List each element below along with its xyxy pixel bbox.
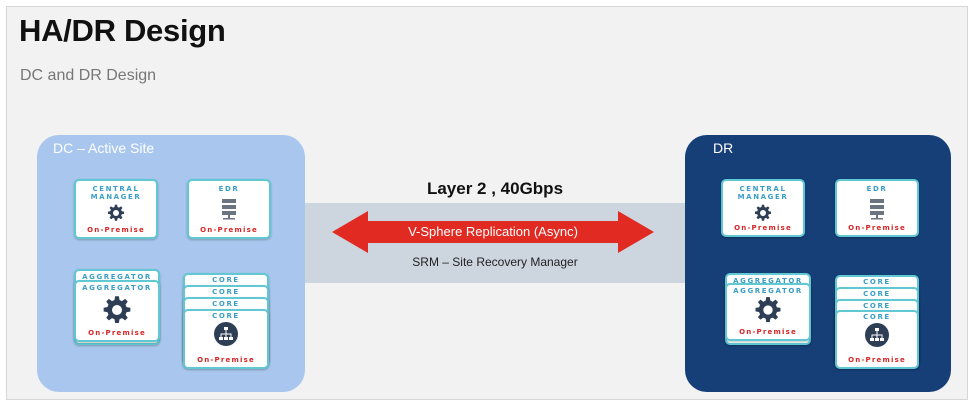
gear-icon	[755, 297, 781, 323]
dc-central-manager-card: CENTRAL MANAGER On-Premise	[74, 179, 158, 239]
dc-edr-card: EDR On-Premise	[187, 179, 271, 239]
dc-aggregator-on-premise: On-Premise	[88, 329, 146, 337]
dc-core-label-1: CORE	[212, 276, 240, 284]
dr-central-manager-label: CENTRAL MANAGER	[737, 185, 789, 201]
dc-core-card: CORE On-Premise	[183, 309, 269, 369]
dc-core-on-premise: On-Premise	[197, 356, 255, 364]
slide: HA/DR Design DC and DR Design DC – Activ…	[6, 6, 968, 400]
page-subtitle: DC and DR Design	[20, 67, 157, 84]
layer-2-label: Layer 2 , 40Gbps	[426, 179, 564, 198]
gear-icon	[103, 296, 131, 323]
replication-label: V-Sphere Replication (Async)	[408, 224, 578, 239]
network-hub-icon	[865, 323, 889, 347]
dr-aggregator-on-premise: On-Premise	[739, 328, 797, 336]
replication-arrow-icon	[332, 211, 654, 253]
dr-core-label-3: CORE	[863, 302, 891, 310]
dc-central-manager-label: CENTRAL MANAGER	[90, 185, 142, 201]
dr-aggregator-card: AGGREGATOR On-Premise	[725, 283, 811, 341]
dc-core-label-2: CORE	[212, 288, 240, 296]
dc-site-panel: DC – Active Site CENTRAL MANAGER On-Prem…	[37, 135, 305, 392]
dc-site-label: DC – Active Site	[53, 140, 155, 156]
dr-core-card: CORE On-Premise	[835, 310, 919, 369]
gear-icon	[107, 204, 125, 221]
dr-core-label-2: CORE	[863, 290, 891, 298]
network-hub-icon	[214, 322, 238, 346]
dr-core-label: CORE	[863, 313, 891, 321]
dc-aggregator-card: AGGREGATOR On-Premise	[74, 280, 160, 342]
srm-label: SRM – Site Recovery Manager	[412, 255, 578, 269]
dr-core-on-premise: On-Premise	[848, 356, 906, 364]
dc-core-label: CORE	[212, 312, 240, 320]
dc-aggregator-back-label: AGGREGATOR	[82, 273, 152, 281]
dr-edr-on-premise: On-Premise	[848, 224, 906, 232]
dr-core-label-1: CORE	[863, 278, 891, 286]
dr-aggregator-back-label: AGGREGATOR	[733, 277, 803, 285]
gear-icon	[754, 204, 772, 221]
dr-central-manager-card: CENTRAL MANAGER On-Premise	[721, 179, 805, 237]
page-title: HA/DR Design	[19, 13, 226, 48]
dc-edr-label: EDR	[218, 185, 240, 193]
dc-core-label-3: CORE	[212, 300, 240, 308]
dc-central-manager-on-premise: On-Premise	[87, 226, 145, 234]
server-icon	[222, 199, 236, 220]
dc-edr-on-premise: On-Premise	[200, 226, 258, 234]
dr-edr-card: EDR On-Premise	[835, 179, 919, 237]
dr-edr-label: EDR	[866, 185, 888, 193]
dr-aggregator-label: AGGREGATOR	[733, 287, 803, 295]
dr-central-manager-on-premise: On-Premise	[734, 224, 792, 232]
dc-aggregator-label: AGGREGATOR	[82, 284, 152, 292]
server-icon	[870, 199, 884, 220]
dr-site-label: DR	[713, 140, 734, 156]
dr-site-panel: DR CENTRAL MANAGER On-Premise EDR On-Pre…	[685, 135, 951, 392]
